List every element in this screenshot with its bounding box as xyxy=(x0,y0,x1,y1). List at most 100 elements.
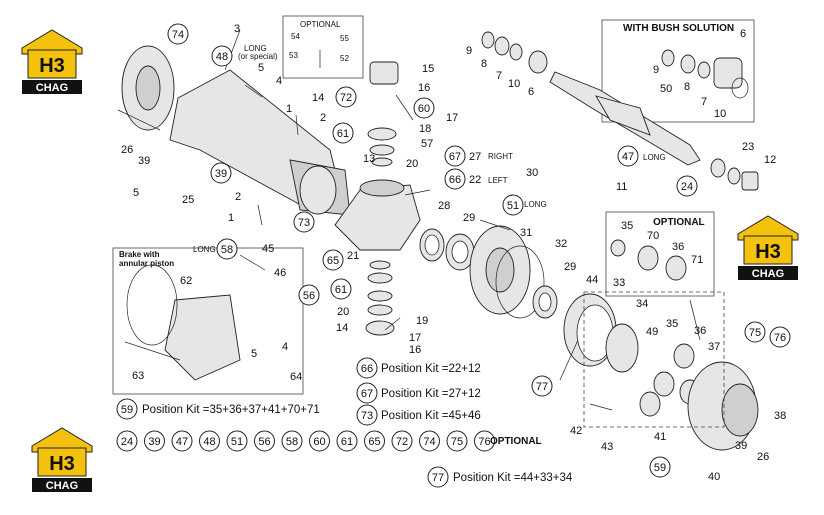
callout-77: 77 xyxy=(531,375,553,397)
svg-text:5: 5 xyxy=(251,348,257,360)
bolts xyxy=(117,50,613,411)
svg-text:66: 66 xyxy=(449,174,461,186)
callout-73: 73 xyxy=(293,211,315,233)
svg-text:26: 26 xyxy=(757,451,769,463)
svg-text:59: 59 xyxy=(654,462,666,474)
svg-text:38: 38 xyxy=(774,410,786,422)
svg-text:70: 70 xyxy=(647,230,659,242)
logo-bottom-text: CHAG xyxy=(46,480,78,492)
svg-text:77: 77 xyxy=(536,381,548,393)
svg-text:LONG: LONG xyxy=(524,200,547,209)
svg-text:(or special): (or special) xyxy=(238,52,278,61)
optional-item-label: 24 xyxy=(121,436,133,448)
optional-item-label: 75 xyxy=(451,436,463,448)
svg-text:15: 15 xyxy=(422,63,434,75)
oring-32 xyxy=(495,245,545,319)
optional-item: 74 xyxy=(419,430,440,452)
svg-text:16: 16 xyxy=(409,344,421,356)
svg-text:9: 9 xyxy=(466,45,472,57)
svg-text:25: 25 xyxy=(182,194,194,206)
svg-text:16: 16 xyxy=(418,82,430,94)
svg-text:64: 64 xyxy=(290,371,302,383)
king-pin-lower xyxy=(365,260,395,336)
brake-disc xyxy=(121,45,175,131)
svg-text:42: 42 xyxy=(570,425,582,437)
planetary-dashed-area xyxy=(583,291,725,428)
optional-item-label: 39 xyxy=(148,436,160,448)
svg-text:71: 71 xyxy=(691,254,703,266)
svg-text:65: 65 xyxy=(327,255,339,267)
svg-text:Position Kit =35+36+37+41+70+7: Position Kit =35+36+37+41+70+71 xyxy=(142,404,320,416)
svg-text:73: 73 xyxy=(298,217,310,229)
optional-item-label: 47 xyxy=(176,436,188,448)
svg-text:45: 45 xyxy=(262,243,274,255)
logo-mid-mark: H3 xyxy=(755,241,781,263)
svg-text:33: 33 xyxy=(613,277,625,289)
svg-text:34: 34 xyxy=(636,298,648,310)
logo-bottom-mark: H3 xyxy=(49,453,75,475)
optional-gears xyxy=(610,239,687,281)
svg-text:39: 39 xyxy=(138,155,150,167)
svg-text:7: 7 xyxy=(701,96,707,108)
optional-item-label: 72 xyxy=(396,436,408,448)
planetary-cover xyxy=(687,361,759,451)
svg-text:35: 35 xyxy=(666,318,678,330)
svg-text:49: 49 xyxy=(646,326,658,338)
svg-text:19: 19 xyxy=(416,315,428,327)
svg-text:10: 10 xyxy=(508,78,520,90)
svg-text:26: 26 xyxy=(121,144,133,156)
shaft-seals xyxy=(481,31,548,74)
shaft-end-parts xyxy=(710,158,759,191)
optional-top-title: OPTIONAL xyxy=(300,20,341,29)
svg-text:62: 62 xyxy=(180,275,192,287)
svg-text:29: 29 xyxy=(564,261,576,273)
svg-text:LONG: LONG xyxy=(643,153,666,162)
optional-item: 72 xyxy=(391,430,413,452)
svg-text:74: 74 xyxy=(172,29,184,41)
svg-text:7: 7 xyxy=(496,70,502,82)
svg-text:77: 77 xyxy=(432,472,444,484)
optional-item: 75 xyxy=(446,430,468,452)
callout-60: 60 xyxy=(413,97,435,119)
ring-gear-33 xyxy=(563,293,617,367)
svg-text:76: 76 xyxy=(774,332,786,344)
bush-solution-box xyxy=(601,19,755,123)
svg-text:57: 57 xyxy=(421,138,433,150)
callout-39: 39 xyxy=(210,162,232,184)
callout-48: 48 xyxy=(211,45,233,67)
axle-housing xyxy=(169,69,351,216)
optional-item: 56 xyxy=(254,430,275,452)
optional-right-title: OPTIONAL xyxy=(653,217,705,228)
optional-item-label: 51 xyxy=(231,436,243,448)
optional-item-label: 48 xyxy=(203,436,215,448)
svg-text:14: 14 xyxy=(312,92,324,104)
callout-51: 51 xyxy=(502,194,524,216)
svg-text:9: 9 xyxy=(653,64,659,76)
svg-text:Position Kit =44+33+34: Position Kit =44+33+34 xyxy=(453,472,573,484)
svg-text:1: 1 xyxy=(228,212,234,224)
svg-text:Position Kit =27+12: Position Kit =27+12 xyxy=(381,388,481,400)
callout-66: 66 xyxy=(444,168,466,190)
svg-text:63: 63 xyxy=(132,370,144,382)
callout-47: 47 xyxy=(617,145,639,167)
svg-text:58: 58 xyxy=(221,244,233,256)
callout-59: 59 xyxy=(649,456,671,478)
svg-text:24: 24 xyxy=(681,181,693,193)
svg-text:20: 20 xyxy=(406,158,418,170)
svg-text:52: 52 xyxy=(340,54,349,63)
svg-text:36: 36 xyxy=(694,325,706,337)
svg-text:32: 32 xyxy=(555,238,567,250)
optional-item-label: 56 xyxy=(258,436,270,448)
kit-77: 77 Position Kit =44+33+34 xyxy=(427,466,573,488)
svg-text:22: 22 xyxy=(469,174,481,186)
svg-text:41: 41 xyxy=(654,431,666,443)
seal-28 xyxy=(419,228,445,262)
brake-piston-housing xyxy=(126,264,241,381)
svg-text:37: 37 xyxy=(708,341,720,353)
bush-parts xyxy=(661,49,749,99)
svg-text:4: 4 xyxy=(282,341,288,353)
optional-item-label: 60 xyxy=(313,436,325,448)
callout-56: 56 xyxy=(298,284,320,306)
